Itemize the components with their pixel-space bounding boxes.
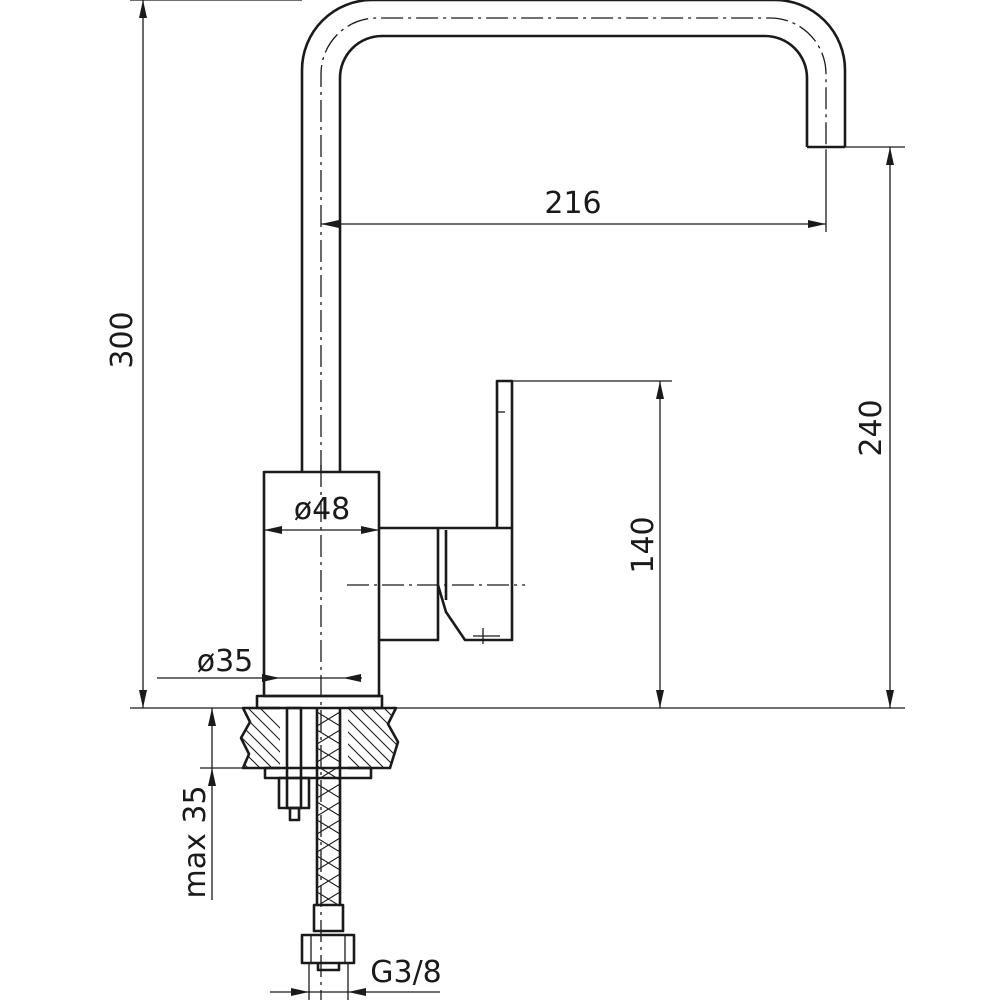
base-flange [255, 694, 384, 710]
arrow [343, 674, 361, 682]
spout [300, 0, 847, 472]
mounting-stud [277, 706, 311, 822]
arrow [264, 526, 282, 534]
extension-lines [130, 0, 905, 1000]
arrow [208, 708, 216, 726]
arrow [139, 690, 147, 708]
dim-spout-reach: 216 [544, 186, 601, 221]
arrow [808, 220, 826, 228]
stud-rod [285, 706, 303, 810]
hose-coupling-nut [300, 933, 356, 965]
dimension-lines [139, 0, 894, 996]
dim-max-countertop: max 35 [178, 785, 213, 898]
arrow [886, 690, 894, 708]
hose-thread-end [316, 963, 341, 972]
handle-lever [495, 379, 514, 528]
arrow [291, 988, 309, 996]
countertop-left-outline [239, 706, 280, 770]
spout-inner-contour [338, 34, 809, 472]
dimension-labels: 300 216 240 140 ø48 ø35 max 35 G3/8 [105, 186, 889, 990]
arrow [262, 674, 280, 682]
countertop-hatch-left [241, 708, 280, 768]
dim-total-height: 300 [105, 311, 140, 368]
arrow [886, 147, 894, 165]
arrow [208, 768, 216, 786]
arrow [348, 988, 366, 996]
dim-spout-height: 240 [854, 399, 889, 456]
handle-cartridge [436, 526, 514, 642]
countertop-section [239, 706, 400, 780]
countertop-hatch-right [348, 708, 398, 768]
hose-braid [317, 711, 340, 907]
dim-connection-thread: G3/8 [370, 955, 442, 990]
arrow [361, 526, 379, 534]
flexible-hose [300, 708, 356, 972]
arrow [321, 220, 339, 228]
arrow [139, 0, 147, 18]
dim-base-diameter: ø35 [197, 644, 254, 679]
faucet-body [255, 465, 384, 1000]
spout-outer-contour [300, 0, 847, 472]
dim-handle-height: 140 [626, 516, 661, 573]
stud-nut [277, 776, 311, 810]
spout-centerline [320, 17, 827, 472]
stud-end [288, 806, 301, 822]
hose-ferrule [312, 903, 345, 933]
dim-body-diameter: ø48 [294, 492, 351, 527]
arrow [656, 381, 664, 399]
lever-handle [347, 379, 525, 644]
handle-neck [379, 526, 440, 642]
arrow [656, 690, 664, 708]
